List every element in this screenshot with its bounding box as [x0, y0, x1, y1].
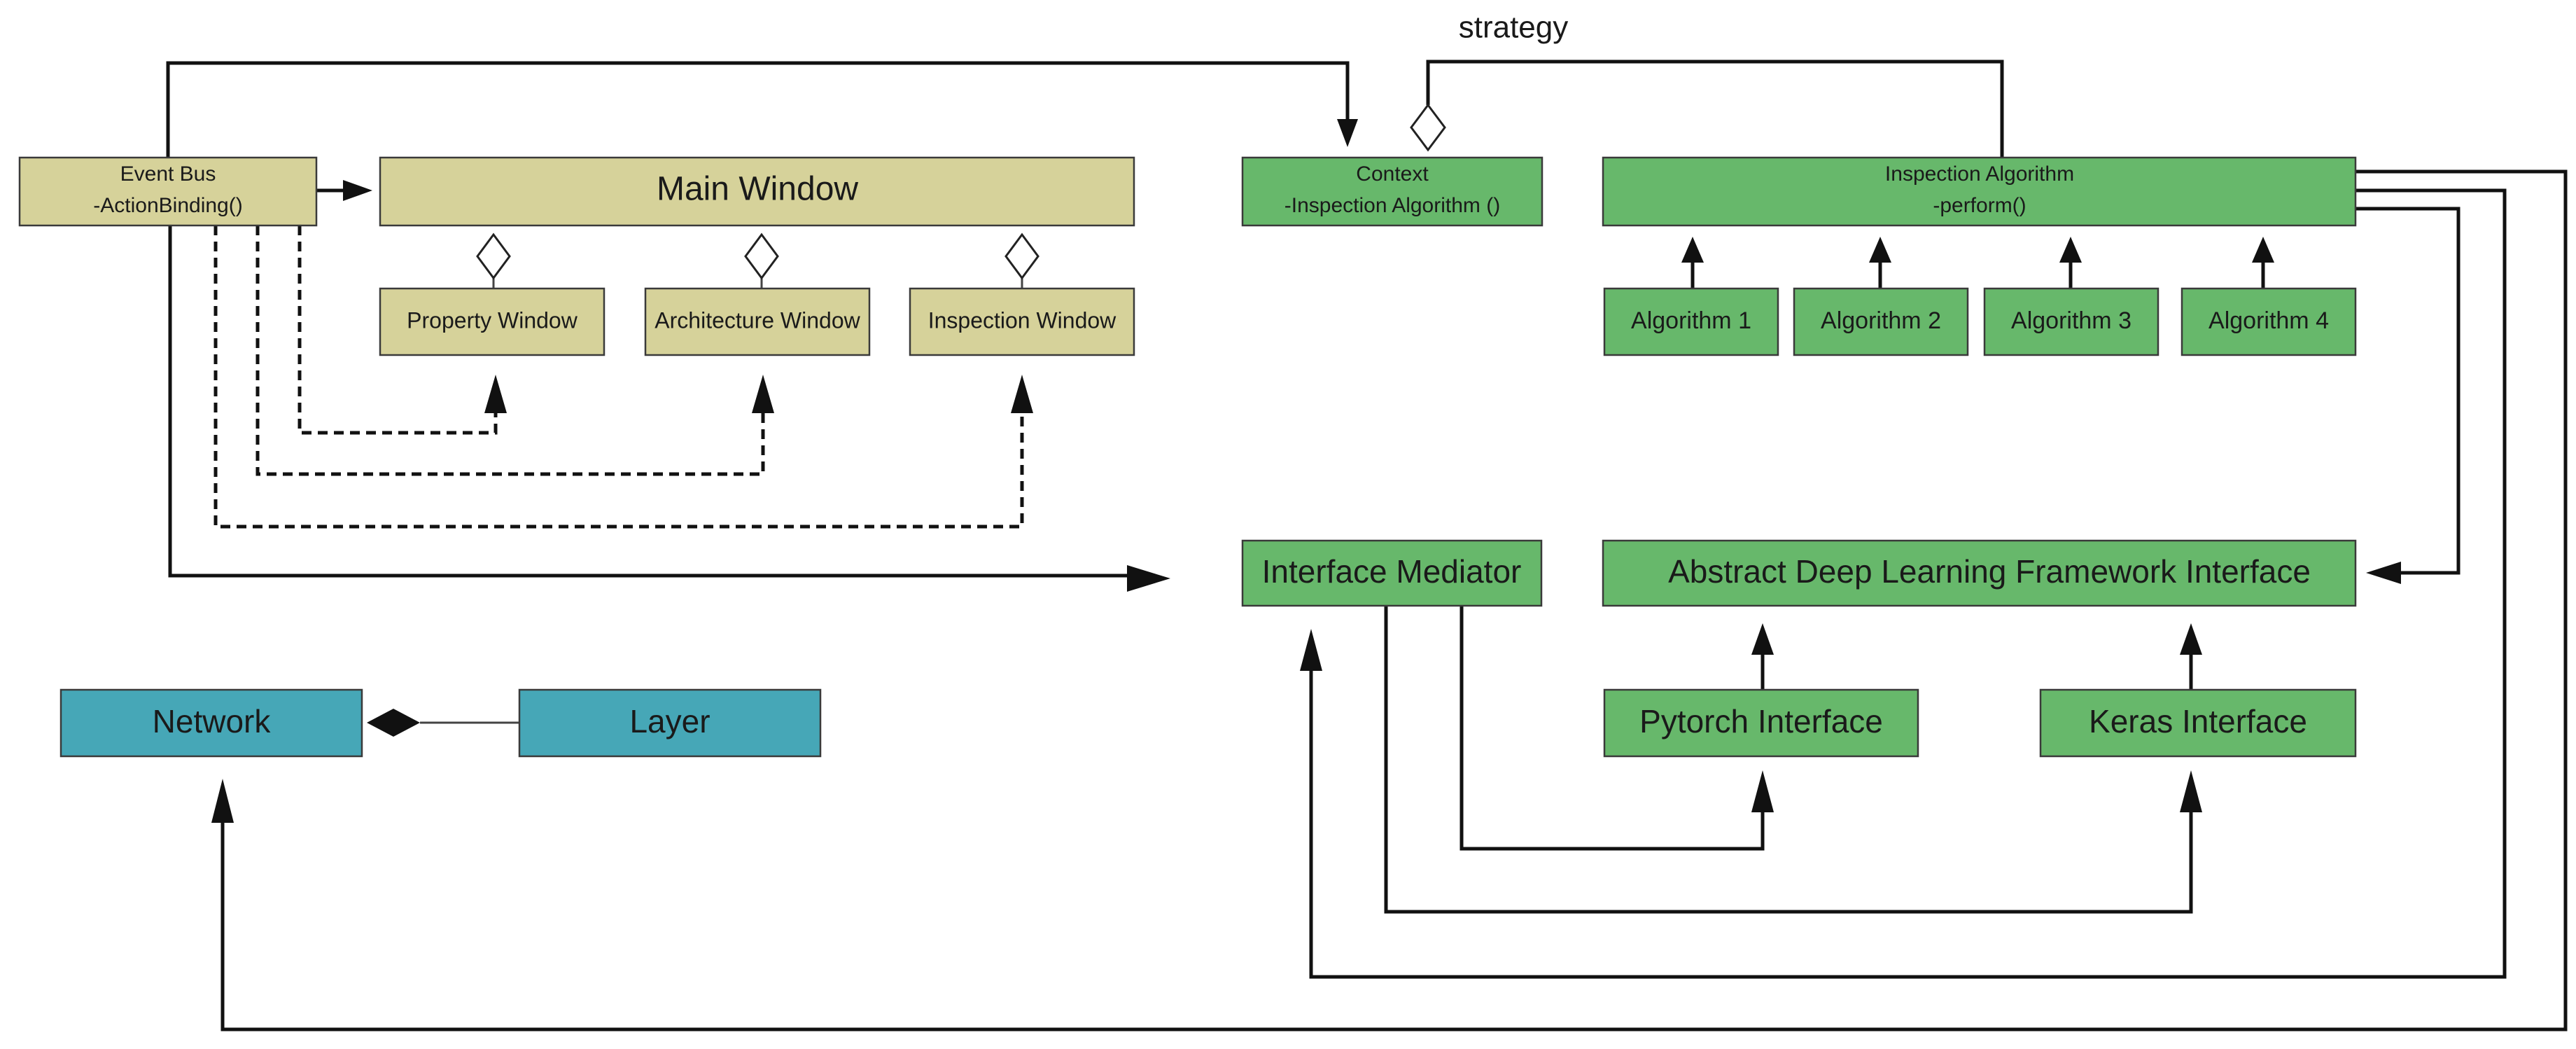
arrowhead-algo4 — [2252, 237, 2274, 263]
edge-inspection-to-abstract — [2356, 207, 2460, 575]
composition-diamond-network — [367, 709, 420, 737]
node-algorithm-1[interactable]: Algorithm 1 — [1603, 287, 1779, 356]
context-method: -Inspection Algorithm () — [1284, 194, 1500, 217]
arrowhead-algo1 — [1681, 237, 1704, 263]
dashed-eventbus-to-property — [298, 225, 498, 435]
node-algorithm-4[interactable]: Algorithm 4 — [2180, 287, 2357, 356]
inspection-algorithm-method: -perform() — [1933, 194, 2026, 217]
inspection-algorithm-title: Inspection Algorithm — [1885, 162, 2074, 186]
arrowhead-network — [211, 779, 234, 823]
edge-eventbus-to-mediator — [168, 225, 1141, 578]
arrowhead-pytorch — [1751, 770, 1774, 812]
edge-inspection-to-mediator — [1309, 188, 2507, 979]
arrowhead-keras — [2180, 770, 2202, 812]
node-layer[interactable]: Layer — [518, 688, 822, 758]
arrowhead-pytorch-abstract — [1751, 623, 1774, 655]
node-algorithm-2[interactable]: Algorithm 2 — [1793, 287, 1969, 356]
arrowhead-keras-abstract — [2180, 623, 2202, 655]
algorithm-2-label: Algorithm 2 — [1821, 307, 1941, 334]
main-window-label: Main Window — [657, 171, 858, 208]
edge-strategy — [1426, 60, 2004, 158]
node-network[interactable]: Network — [59, 688, 363, 758]
arrowhead-algo3 — [2059, 237, 2082, 263]
arrowhead-algo2 — [1869, 237, 1891, 263]
arrowhead-property — [484, 375, 507, 413]
node-keras-interface[interactable]: Keras Interface — [2039, 688, 2357, 758]
node-property-window[interactable]: Property Window — [379, 287, 606, 356]
layer-label: Layer — [629, 703, 710, 739]
node-context[interactable]: Context -Inspection Algorithm () — [1241, 156, 1544, 227]
edge-mediator-to-pytorch — [1460, 606, 1765, 851]
inspection-window-label: Inspection Window — [928, 307, 1116, 333]
edge-inspection-to-network — [220, 169, 2568, 1031]
dashed-eventbus-to-inspection — [214, 225, 1024, 529]
arrowhead-abstract — [2366, 562, 2401, 584]
node-abstract-dl-interface[interactable]: Abstract Deep Learning Framework Interfa… — [1602, 539, 2357, 607]
dashed-eventbus-to-architecture — [255, 225, 765, 476]
edge-eventbus-to-context — [166, 61, 1350, 158]
algorithm-4-label: Algorithm 4 — [2208, 307, 2329, 334]
architecture-window-label: Architecture Window — [654, 307, 860, 333]
node-interface-mediator[interactable]: Interface Mediator — [1241, 539, 1543, 607]
abstract-dl-interface-label: Abstract Deep Learning Framework Interfa… — [1668, 553, 2311, 590]
property-window-label: Property Window — [407, 307, 578, 333]
node-event-bus[interactable]: Event Bus -ActionBinding() — [18, 156, 318, 227]
aggregation-diamond-property — [476, 232, 511, 280]
arrowhead-mediator-bottom — [1300, 629, 1322, 671]
network-label: Network — [153, 703, 272, 739]
interface-mediator-label: Interface Mediator — [1262, 553, 1522, 590]
node-inspection-algorithm[interactable]: Inspection Algorithm -perform() — [1602, 156, 2357, 227]
event-bus-title: Event Bus — [120, 162, 216, 186]
edge-mediator-to-keras — [1384, 606, 2193, 914]
aggregation-diamond-architecture — [744, 232, 779, 280]
algorithm-1-label: Algorithm 1 — [1631, 307, 1751, 334]
context-title: Context — [1356, 162, 1429, 186]
node-main-window[interactable]: Main Window — [379, 156, 1135, 227]
node-architecture-window[interactable]: Architecture Window — [644, 287, 871, 356]
strategy-label: strategy — [1459, 11, 1569, 45]
arrowhead-inspection — [1011, 375, 1033, 413]
arrowhead-mediator — [1127, 565, 1170, 592]
event-bus-method: -ActionBinding() — [93, 194, 242, 217]
aggregation-diamond-context — [1410, 103, 1446, 152]
node-pytorch-interface[interactable]: Pytorch Interface — [1603, 688, 1919, 758]
arrowhead-architecture — [752, 375, 774, 413]
node-inspection-window[interactable]: Inspection Window — [909, 287, 1135, 356]
algorithm-3-label: Algorithm 3 — [2011, 307, 2132, 334]
keras-interface-label: Keras Interface — [2089, 703, 2307, 739]
pytorch-interface-label: Pytorch Interface — [1639, 703, 1883, 739]
aggregation-diamond-inspection — [1004, 232, 1040, 280]
node-algorithm-3[interactable]: Algorithm 3 — [1983, 287, 2160, 356]
arrowhead-mainwindow — [343, 180, 372, 201]
arrowhead-context — [1337, 119, 1358, 147]
